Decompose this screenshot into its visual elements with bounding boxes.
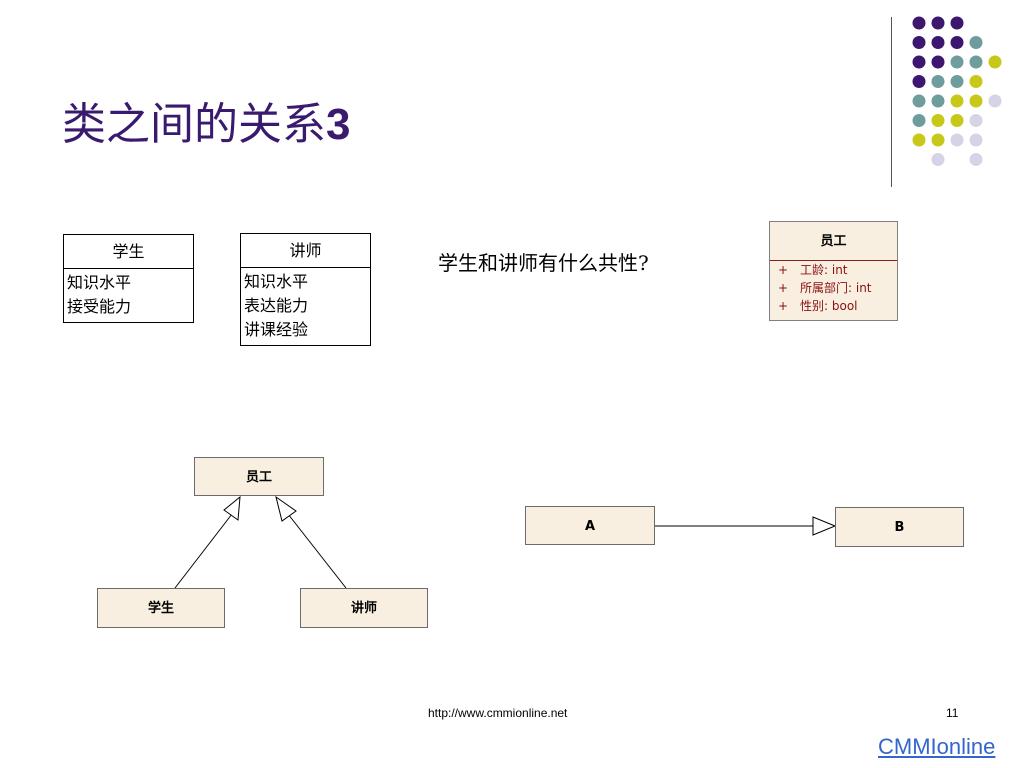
decorative-dot (969, 36, 983, 49)
inheritance-arrowhead-lecturer (275, 495, 297, 522)
staff-attribute-row: + 性别: bool (770, 297, 897, 315)
inheritance-line-student (174, 513, 233, 589)
decorative-dot (969, 133, 983, 147)
decorative-dot (969, 94, 983, 108)
attribute-item: 知识水平 (67, 273, 132, 292)
decorative-dot (950, 36, 964, 49)
visibility-marker: + (778, 299, 789, 313)
page-number: 11 (946, 706, 959, 720)
diagram-box-student: 学生 (97, 588, 225, 628)
decorative-dot (988, 55, 1002, 69)
decorative-dot (931, 133, 945, 147)
decorative-dot (931, 36, 945, 49)
decorative-dot (912, 16, 926, 30)
decorative-dot (912, 55, 926, 69)
slide-title-text: 类之间的关系 (62, 99, 326, 150)
decorative-dot (931, 55, 945, 69)
attribute-text: 所属部门: int (800, 281, 872, 295)
decorative-dot (969, 55, 983, 69)
attribute-item: 接受能力 (67, 297, 132, 316)
attribute-item: 表达能力 (244, 296, 309, 315)
decorative-dot (931, 75, 945, 88)
decorative-dot (969, 75, 983, 88)
decorative-dot (912, 36, 926, 49)
question-text: 学生和讲师有什么共性? (438, 251, 649, 275)
decorative-dot (950, 133, 964, 147)
decorative-dot (931, 153, 945, 166)
decorative-dot (912, 114, 926, 127)
diagram-box-staff: 员工 (194, 457, 324, 496)
generalization-arrowhead (812, 516, 837, 536)
diagram-box-a: A (525, 506, 655, 545)
decorative-dot (912, 94, 926, 108)
decorative-dot (988, 94, 1002, 108)
slide-title-number: 3 (326, 100, 351, 149)
staff-attribute-row: + 工龄: int (770, 261, 897, 279)
class-attributes-student: 知识水平 接受能力 (64, 269, 193, 321)
attribute-item: 知识水平 (244, 272, 309, 291)
class-name-student: 学生 (64, 235, 193, 269)
decorative-dot (950, 94, 964, 108)
attribute-text: 性别: bool (800, 299, 858, 313)
attribute-text: 工龄: int (800, 263, 848, 277)
class-attributes-lecturer: 知识水平 表达能力 讲课经验 (241, 268, 370, 344)
class-name-staff: 员工 (770, 222, 897, 261)
decorative-dot (931, 114, 945, 127)
inheritance-arrowhead-student (223, 495, 241, 521)
diagram-box-lecturer: 讲师 (300, 588, 428, 628)
decorative-dot-grid (912, 16, 1002, 166)
inheritance-line-lecturer (287, 513, 347, 589)
brand-link[interactable]: CMMIonline (878, 734, 996, 759)
divider-line (891, 17, 892, 187)
decorative-dot (931, 16, 945, 30)
footer-url: http://www.cmmionline.net (428, 706, 568, 720)
decorative-dot (950, 114, 964, 127)
diagram-box-b: B (835, 507, 964, 547)
decorative-dot (969, 114, 983, 127)
slide-title: 类之间的关系3 (62, 88, 350, 152)
decorative-dot (950, 55, 964, 69)
decorative-dot (969, 153, 983, 166)
class-name-lecturer: 讲师 (241, 234, 370, 268)
class-box-staff: 员工 + 工龄: int + 所属部门: int + 性别: bool (769, 221, 898, 321)
class-box-lecturer: 讲师 知识水平 表达能力 讲课经验 (240, 233, 371, 346)
decorative-dot (950, 16, 964, 30)
decorative-dot (931, 94, 945, 108)
staff-attribute-row: + 所属部门: int (770, 279, 897, 297)
decorative-dot (912, 133, 926, 147)
decorative-dot (950, 75, 964, 88)
visibility-marker: + (778, 263, 789, 277)
class-box-student: 学生 知识水平 接受能力 (63, 234, 194, 323)
decorative-dot (912, 75, 926, 88)
attribute-item: 讲课经验 (244, 320, 309, 339)
visibility-marker: + (778, 281, 789, 295)
